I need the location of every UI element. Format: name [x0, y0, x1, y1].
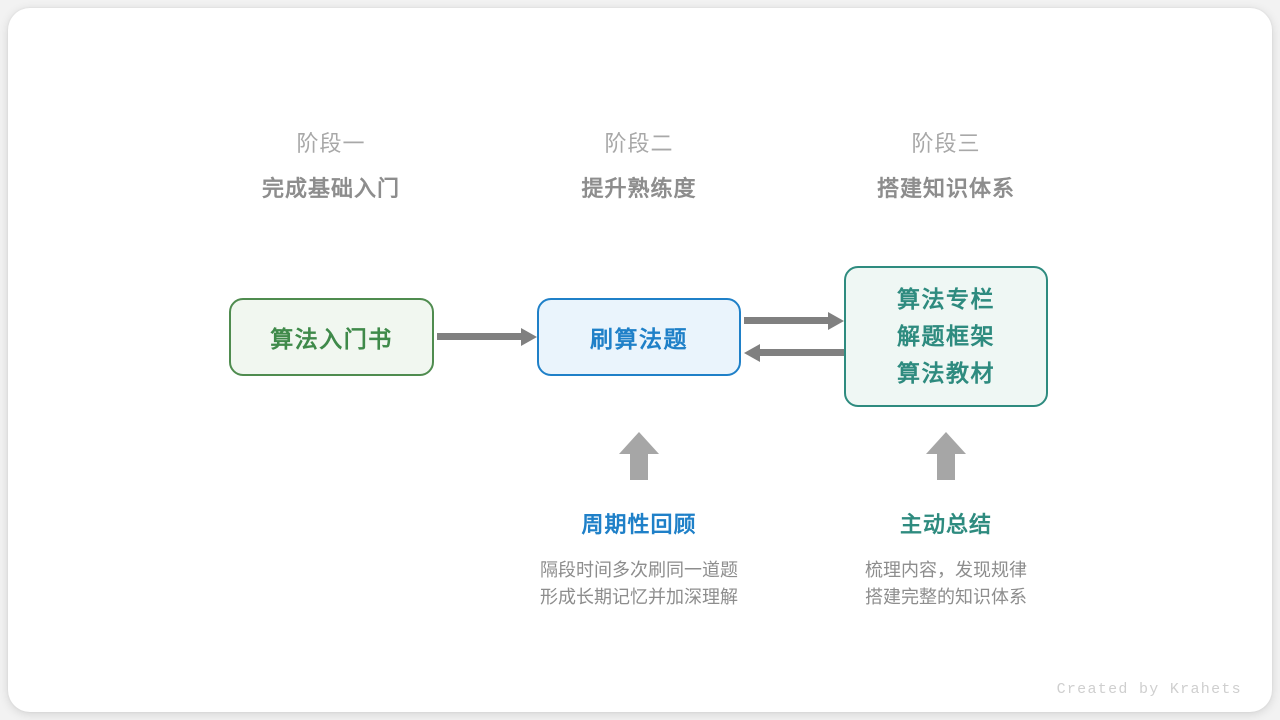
node-practice-line-1: 刷算法题 [590, 326, 688, 352]
annotation-summary-title: 主动总结 [899, 512, 992, 537]
node-resources-line-3: 算法教材 [897, 360, 995, 386]
annotation-summary-desc-line-1: 梳理内容，发现规律 [865, 560, 1027, 580]
up-arrow-stem [937, 452, 955, 480]
stage-header-2: 阶段二 提升熟练度 [509, 129, 769, 205]
up-arrow-tip [926, 432, 966, 454]
annotation-summary-desc: 梳理内容，发现规律 搭建完整的知识体系 [786, 557, 1106, 611]
node-resources-line-1: 算法专栏 [897, 286, 995, 312]
node-algorithm-intro-book[interactable]: 算法入门书 [229, 298, 434, 376]
up-arrow-stem [630, 452, 648, 480]
annotation-review-title: 周期性回顾 [581, 512, 697, 537]
stage-title-3: 搭建知识体系 [876, 176, 1015, 201]
node-resources-line-2: 解题框架 [897, 323, 995, 349]
stage-header-1: 阶段一 完成基础入门 [201, 129, 461, 205]
up-arrow-summary-icon [926, 432, 966, 480]
arrow-head [744, 343, 760, 362]
node-practice-problems[interactable]: 刷算法题 [537, 298, 741, 376]
node-learning-resources[interactable]: 算法专栏 解题框架 算法教材 [844, 266, 1048, 407]
stage-title-1: 完成基础入门 [261, 176, 400, 201]
node-book-line-1: 算法入门书 [270, 326, 393, 352]
stage-header-3: 阶段三 搭建知识体系 [816, 129, 1076, 205]
up-arrow-tip [619, 432, 659, 454]
up-arrow-review-icon [619, 432, 659, 480]
annotation-review-desc-line-2: 形成长期记忆并加深理解 [540, 587, 738, 607]
arrow-shaft [757, 349, 844, 356]
stage-kicker-3: 阶段三 [911, 131, 981, 156]
stage-kicker-1: 阶段一 [296, 131, 366, 156]
stage-title-2: 提升熟练度 [581, 176, 697, 201]
arrow-head [521, 327, 537, 346]
arrow-shaft [744, 317, 831, 324]
annotation-active-summary: 主动总结 梳理内容，发现规律 搭建完整的知识体系 [786, 510, 1106, 611]
stage-kicker-2: 阶段二 [604, 131, 674, 156]
arrow-shaft [437, 333, 524, 340]
arrow-book-to-practice-icon [437, 327, 537, 346]
annotation-review-desc-line-1: 隔段时间多次刷同一道题 [540, 560, 738, 580]
annotation-periodic-review: 周期性回顾 隔段时间多次刷同一道题 形成长期记忆并加深理解 [479, 510, 799, 611]
annotation-review-desc: 隔段时间多次刷同一道题 形成长期记忆并加深理解 [479, 557, 799, 611]
annotation-summary-desc-line-2: 搭建完整的知识体系 [865, 587, 1027, 607]
arrow-practice-to-resources-icon [744, 311, 844, 330]
arrow-head [828, 311, 844, 330]
credit-text: Created by Krahets [1056, 681, 1242, 698]
arrow-resources-to-practice-icon [744, 343, 844, 362]
